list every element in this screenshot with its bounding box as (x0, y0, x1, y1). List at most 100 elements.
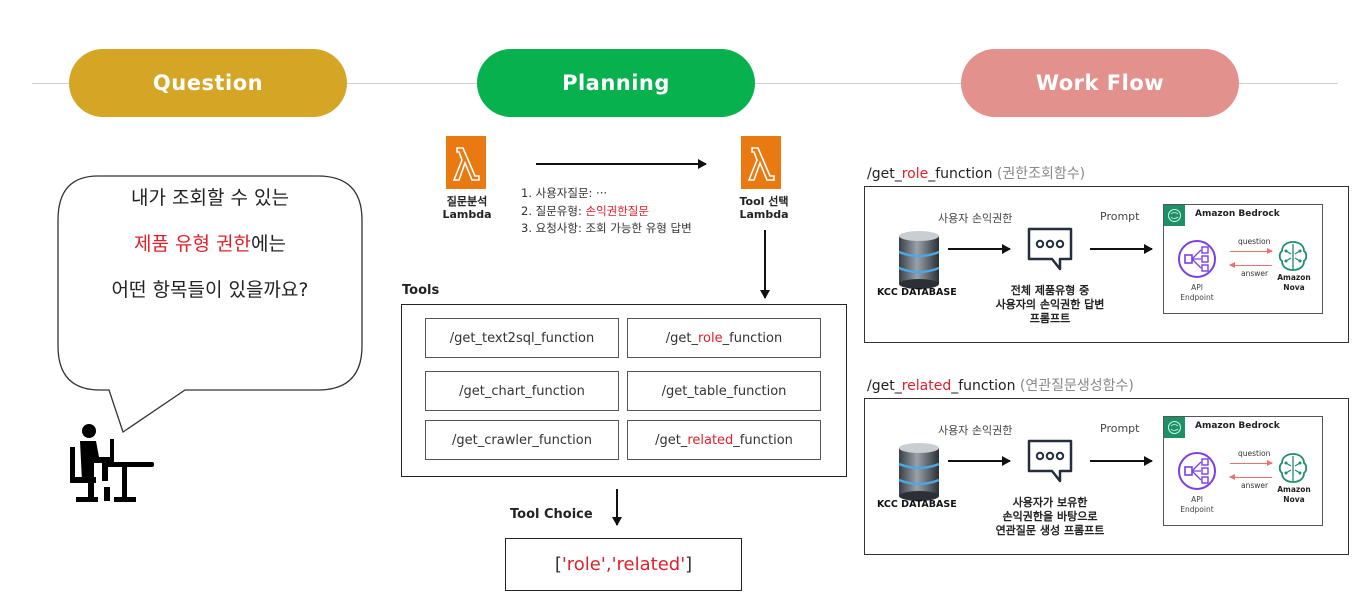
question-highlight: 제품 유형 권한 (134, 233, 251, 255)
tool-chart[interactable]: /get_chart_function (425, 371, 619, 411)
amazon-nova-label: Amazon Nova (1270, 273, 1318, 293)
prompt-desc-line: 손익권한을 바탕으로 (1002, 510, 1098, 523)
database-icon (898, 443, 940, 501)
amazon-nova-label: Amazon Nova (1270, 485, 1318, 505)
tool-suffix: _function (733, 432, 793, 448)
tool-name: table (693, 383, 727, 399)
nova-label-line: Amazon (1277, 273, 1311, 282)
tool-suffix: _function (532, 432, 592, 448)
question-text: 내가 조회할 수 있는 제품 유형 권한에는 어떤 항목들이 있을까요? (58, 175, 362, 313)
amazon-nova-brain-icon (1278, 453, 1308, 483)
amazon-nova-brain-icon (1278, 241, 1308, 271)
arrow-prompt-to-bedrock (1090, 244, 1153, 254)
workflow-box-1 (864, 398, 1349, 555)
choice-sep: , (605, 554, 612, 575)
tool-role[interactable]: /get_role_function (627, 318, 821, 358)
api-endpoint-label: API Endpoint (1172, 283, 1222, 303)
title-highlight: role (901, 166, 929, 182)
workflow-header-label: Work Flow (1035, 71, 1165, 95)
edge-label-permission: 사용자 손익권한 (938, 212, 1013, 225)
amazon-bedrock-box: Amazon Bedrock API Endpoint question ans… (1163, 204, 1323, 314)
question-header-label: Question (152, 71, 264, 95)
choice-role: 'role' (561, 554, 606, 575)
question-analysis-lambda-label: 질문분석 Lambda (437, 195, 497, 221)
tools-label: Tools (402, 283, 440, 298)
lambda2-line2: Lambda (739, 208, 789, 221)
choice-related: 'related' (611, 554, 686, 575)
person-at-desk-icon (70, 424, 154, 502)
tool-select-lambda-label: Tool 선택 Lambda (729, 195, 799, 221)
arrow-prompt-to-bedrock (1090, 456, 1153, 466)
tool-related[interactable]: /get_related_function (627, 420, 821, 460)
tool-select-arrow-down (760, 230, 770, 299)
speech-bubble (57, 175, 363, 434)
title-prefix: /get_ (867, 166, 902, 182)
question-edge-label: question (1238, 237, 1271, 246)
question-line-2: 제품 유형 권한에는 (58, 221, 362, 267)
workflow-box-0 (864, 186, 1349, 343)
edge-label-prompt: Prompt (1100, 210, 1140, 223)
question-arrow (1230, 248, 1273, 254)
tool-prefix: /get_ (655, 432, 688, 448)
title-note: (권한조회함수) (992, 166, 1086, 182)
edge-label-permission: 사용자 손익권한 (938, 424, 1013, 437)
answer-arrow (1229, 474, 1272, 480)
tool-highlight: role (698, 330, 723, 346)
question-arrow (1230, 460, 1273, 466)
api-endpoint-icon (1178, 240, 1216, 278)
workflow-title-1: /get_related_function (연관질문생성함수) (867, 375, 1134, 395)
aws-lambda-icon (741, 136, 781, 189)
workflow-header: Work Flow (961, 49, 1239, 117)
question-line-1: 내가 조회할 수 있는 (131, 187, 289, 209)
answer-edge-label: answer (1241, 269, 1269, 278)
arrow-db-to-prompt (948, 244, 1011, 254)
prompt-description: 사용자가 보유한 손익권한을 바탕으로 연관질문 생성 프롬프트 (960, 496, 1140, 538)
tool-prefix: /get_ (449, 330, 483, 346)
api-label-line: Endpoint (1180, 505, 1214, 514)
planning-header: Planning (477, 49, 755, 117)
bedrock-title: Amazon Bedrock (1195, 421, 1280, 431)
aws-lambda-icon (446, 136, 486, 189)
title-prefix: /get_ (867, 378, 902, 394)
bedrock-title: Amazon Bedrock (1195, 209, 1280, 219)
api-label-line: Endpoint (1180, 293, 1214, 302)
bracket-open: [ (554, 554, 562, 575)
workflow-title-0: /get_role_function (권한조회함수) (867, 163, 1085, 183)
title-suffix: _function (951, 378, 1016, 394)
api-label-line: API (1191, 283, 1203, 292)
prompt-desc-line: 사용자가 보유한 (1012, 496, 1088, 509)
tool-prefix: /get_ (661, 383, 694, 399)
question-line-3: 어떤 항목들이 있을까요? (111, 279, 309, 301)
prompt-desc-line: 전체 제품유형 중 (1010, 284, 1090, 297)
tool-name: chart (491, 383, 526, 399)
tool-crawler[interactable]: /get_crawler_function (425, 420, 619, 460)
step-2-value: 손익권한질문 (585, 203, 649, 218)
step-1: 1. 사용자질문: ··· (521, 186, 608, 200)
bedrock-icon (1164, 205, 1185, 226)
amazon-bedrock-box: Amazon Bedrock API Endpoint question ans… (1163, 416, 1323, 526)
answer-arrow (1229, 262, 1272, 268)
chat-bubble-icon (1027, 439, 1073, 483)
tool-text2sql[interactable]: /get_text2sql_function (425, 318, 619, 358)
bracket-close: ] (685, 554, 693, 575)
tool-suffix: _function (525, 383, 585, 399)
tool-table[interactable]: /get_table_function (627, 371, 821, 411)
api-endpoint-label: API Endpoint (1172, 495, 1222, 515)
tool-prefix: /get_ (459, 383, 492, 399)
tool-name: crawler (484, 432, 533, 448)
title-note: (연관질문생성함수) (1015, 378, 1134, 394)
question-header: Question (69, 49, 347, 117)
arrow-db-to-prompt (948, 456, 1011, 466)
bedrock-icon (1164, 417, 1185, 438)
tool-suffix: _function (726, 383, 787, 399)
tool-prefix: /get_ (665, 330, 698, 346)
tool-suffix: _function (722, 330, 783, 346)
edge-label-prompt: Prompt (1100, 422, 1140, 435)
tool-choice-result: ['role', 'related'] (505, 538, 742, 591)
planning-header-label: Planning (562, 71, 670, 95)
api-label-line: API (1191, 495, 1203, 504)
nova-label-line: Amazon (1277, 485, 1311, 494)
planning-arrow-right (536, 159, 707, 169)
step-3: 3. 요청사항: 조회 가능한 유형 답변 (521, 221, 692, 235)
prompt-desc-line: 사용자의 손익권한 답변 (995, 298, 1105, 311)
